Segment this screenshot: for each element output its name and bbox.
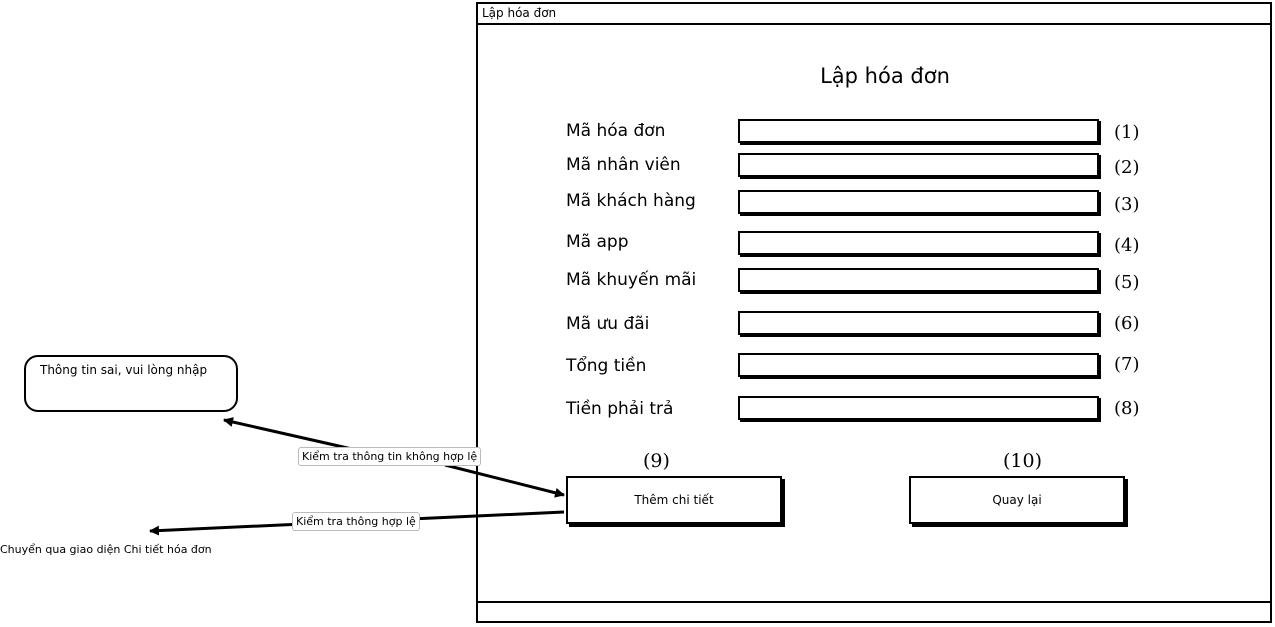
marker-7: (7) — [1114, 354, 1140, 375]
valid-check-label: Kiểm tra thông hợp lệ — [292, 512, 420, 531]
label-invoice-id: Mã hóa đơn — [566, 121, 666, 141]
promotion-id-field[interactable] — [738, 268, 1099, 292]
label-app-id: Mã app — [566, 232, 629, 252]
form-heading: Lập hóa đơn — [820, 64, 950, 88]
navigate-to-invoice-detail-text: Chuyển qua giao diện Chi tiết hóa đơn — [0, 543, 212, 556]
label-promotion-id: Mã khuyến mãi — [566, 270, 697, 290]
discount-id-field[interactable] — [738, 311, 1099, 335]
add-detail-button[interactable]: Thêm chi tiết — [566, 476, 782, 524]
marker-2: (2) — [1114, 157, 1140, 178]
error-message-text: Thông tin sai, vui lòng nhập — [40, 363, 208, 377]
label-customer-id: Mã khách hàng — [566, 191, 696, 211]
label-employee-id: Mã nhân viên — [566, 155, 681, 175]
invalid-check-label: Kiểm tra thông tin không hợp lệ — [298, 447, 482, 466]
marker-10: (10) — [1003, 450, 1043, 472]
marker-4: (4) — [1114, 235, 1140, 256]
employee-id-field[interactable] — [738, 153, 1099, 177]
marker-1: (1) — [1114, 122, 1140, 143]
window-title: Lập hóa đơn — [478, 4, 1270, 25]
amount-due-field[interactable] — [738, 396, 1099, 420]
marker-8: (8) — [1114, 398, 1140, 419]
marker-6: (6) — [1114, 313, 1140, 334]
error-message-box: Thông tin sai, vui lòng nhập — [24, 355, 238, 412]
invoice-window: Lập hóa đơn Lập hóa đơn Mã hóa đơn (1) M… — [476, 2, 1272, 623]
label-total: Tổng tiền — [566, 356, 647, 376]
marker-3: (3) — [1114, 194, 1140, 215]
marker-9: (9) — [643, 450, 670, 472]
arrow-to-error-box — [223, 417, 353, 451]
total-field[interactable] — [738, 353, 1099, 377]
arrow-invalid-to-button — [444, 463, 565, 498]
window-status-bar — [478, 601, 1270, 621]
label-amount-due: Tiền phải trả — [566, 399, 674, 419]
label-discount-id: Mã ưu đãi — [566, 314, 650, 334]
app-id-field[interactable] — [738, 231, 1099, 255]
back-button[interactable]: Quay lại — [909, 476, 1125, 524]
marker-5: (5) — [1114, 272, 1140, 293]
customer-id-field[interactable] — [738, 190, 1099, 214]
invoice-id-field[interactable] — [738, 119, 1099, 143]
